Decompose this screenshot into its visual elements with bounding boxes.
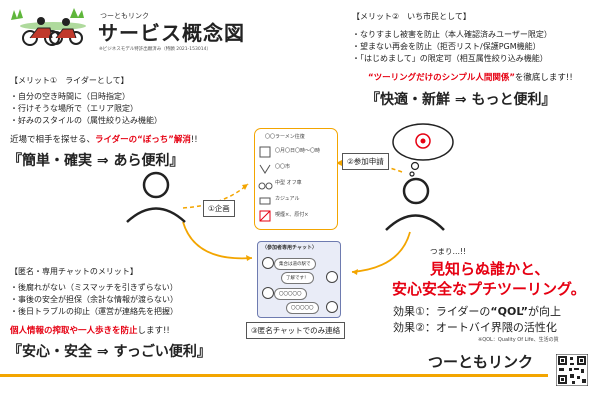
avatar [262, 257, 274, 269]
merit3-heading: 【匿名・専用チャットのメリット】 [10, 267, 138, 276]
chat-bubble: 了解です！ [281, 272, 314, 284]
event-board: 〇〇ラーメン往復 〇月〇日〇時〜〇時 〇〇市 中型 オフ車 カジュアル 喫煙×、… [254, 128, 338, 230]
conclusion-headline-1: 見知らぬ誰かと、 [430, 260, 550, 278]
rider-left-icon [142, 171, 170, 199]
chat-title: （参加者専用チャット） [262, 245, 317, 251]
bike-icon [258, 182, 266, 190]
participant-chat: （参加者専用チャット） 集合は道の駅で 了解です！ 〇〇〇〇〇 〇〇〇〇〇 [257, 241, 341, 318]
effect-2: 効果②：オートバイ界隈の活性化 [393, 321, 557, 334]
qr-code-icon[interactable] [556, 354, 588, 386]
merit1-item: ・自分の空き時間に（日時指定） [10, 92, 130, 101]
label-chat-contact: ③匿名チャットでのみ連絡 [246, 322, 346, 339]
avatar [326, 301, 338, 313]
merit2-line: “ツーリングだけのシンプル人間関係”を徹底します!! [368, 74, 573, 83]
qol-note: ※QOL：Quality Of Life、生活の質 [478, 337, 559, 343]
avatar [262, 287, 274, 299]
rider-right-body [385, 214, 445, 231]
merit3-slogan: 『安心・安全 ⇒ すっごい便利』 [8, 344, 211, 360]
rider-right-icon [402, 177, 430, 205]
patent-note: ※ビジネスモデル特許出願済み（特願 2021-153014） [99, 47, 211, 52]
merit1-slogan: 『簡単・確実 ⇒ あら便利』 [8, 153, 184, 169]
merit2-line-red: “ツーリングだけのシンプル人間関係” [368, 73, 515, 83]
merit2-heading: 【メリット② いち市民として】 [352, 12, 471, 21]
arrowhead [246, 255, 252, 261]
board-item: 喫煙×、原付× [275, 212, 309, 218]
merit3-item: ・後日トラブルの抑止（運営が連絡先を把握） [10, 307, 178, 316]
merit1-line-red: ライダーの“ぼっち”解消 [95, 135, 191, 145]
label-apply: ②参加申請 [342, 153, 389, 170]
merit1-heading: 【メリット① ライダーとして】 [10, 76, 129, 85]
board-item: 中型 オフ車 [275, 180, 302, 186]
arrowhead [242, 184, 248, 190]
thought-dot [410, 161, 420, 171]
merit3-line-suffix: します!! [137, 326, 170, 336]
merit3-item: ・事後の安全が担保（余計な情報が渡らない） [10, 295, 178, 304]
chat-bubble-text: 集合は道の駅で [279, 262, 311, 267]
merit1-line-suffix: !! [190, 135, 198, 145]
page-title: サービス概念図 [98, 21, 245, 45]
merit2-item: ・「はじめまして」の限定可（相互属性絞り込み機能） [352, 54, 548, 63]
chat-bubble-text: 〇〇〇〇〇 [291, 306, 314, 311]
footer-brand: つーともリンク [428, 353, 534, 371]
chat-bubble-text: 了解です！ [286, 276, 309, 281]
chat-bubble: 集合は道の駅で [274, 258, 316, 270]
merit2-line-suffix: を徹底します!! [514, 73, 573, 83]
logo-subtitle: つーともリンク [100, 12, 149, 20]
conclusion-lead: つまり…!! [430, 247, 467, 256]
style-icon [259, 197, 271, 205]
merit1-line-prefix: 近場で相手を探せる、 [10, 135, 96, 145]
board-title: 〇〇ラーメン往復 [265, 134, 305, 140]
merit1-item: ・好みのスタイルの（属性絞り込み機能） [10, 116, 162, 125]
footer-bar [0, 374, 548, 377]
board-item: 〇月〇日〇時〜〇時 [275, 148, 321, 154]
logo [8, 4, 98, 48]
merit3-line-red: 個人情報の搾取や一人歩きを防止 [10, 326, 138, 336]
calendar-icon [259, 146, 271, 158]
avatar [326, 271, 338, 283]
idea-target-icon [415, 133, 431, 149]
arrowhead [352, 269, 358, 275]
board-item: カジュアル [275, 196, 300, 202]
effect-1: 効果①：ライダーの“QOL”が向上 [393, 306, 561, 317]
merit3-item: ・後腐れがない（ミスマッチを引きずらない） [10, 283, 178, 292]
idea-target-dot [420, 138, 426, 144]
arrow-left-to-chat [182, 221, 253, 260]
chat-bubble: 〇〇〇〇〇 [274, 288, 307, 300]
effect1-qol: “QOL” [490, 305, 528, 318]
board-item: 〇〇市 [275, 164, 291, 170]
thought-dot [409, 171, 415, 177]
label-plan: ①企画 [203, 200, 235, 217]
rider-left-body [126, 207, 186, 223]
effect1-suffix: が向上 [527, 305, 561, 318]
effect1-prefix: 効果①：ライダーの [393, 305, 491, 318]
merit3-line: 個人情報の搾取や一人歩きを防止します!! [10, 327, 170, 336]
arrowhead [336, 160, 342, 166]
chat-bubble-text: 〇〇〇〇〇 [279, 292, 302, 297]
map-pin-icon [259, 164, 271, 174]
board-icons [258, 146, 273, 222]
conclusion-headline-2: 安心安全なプチツーリング。 [392, 280, 586, 298]
arrow-right-to-chat [351, 231, 411, 273]
merit2-slogan: 『快適・新鮮 ⇒ もっと便利』 [366, 92, 556, 108]
merit1-line: 近場で相手を探せる、ライダーの“ぼっち”解消!! [10, 136, 198, 145]
motorcycle-logo-icon [11, 8, 86, 46]
merit2-item: ・望まない再会を防止（拒否リスト/保護PGM機能） [352, 42, 541, 51]
chat-bubble: 〇〇〇〇〇 [286, 302, 319, 314]
merit1-item: ・行けそうな場所で（エリア限定） [10, 104, 138, 113]
merit2-item: ・なりすまし被害を防止（本人確認済みユーザー限定） [352, 30, 552, 39]
no-smoking-icon [259, 210, 271, 222]
